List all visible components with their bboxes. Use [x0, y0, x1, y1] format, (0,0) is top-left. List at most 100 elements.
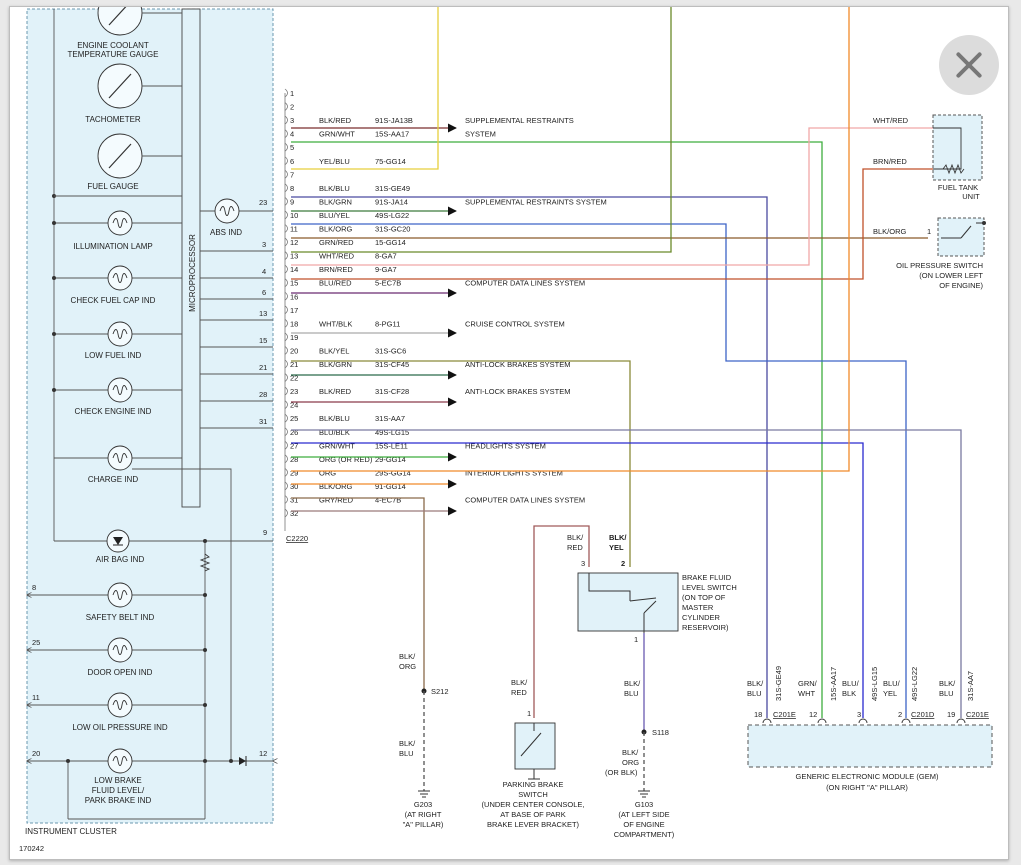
svg-text:25: 25 — [32, 638, 40, 647]
svg-text:BLK/: BLK/ — [609, 533, 627, 542]
svg-text:C201E: C201E — [773, 710, 796, 719]
svg-text:COMPUTER DATA LINES SYSTEM: COMPUTER DATA LINES SYSTEM — [465, 279, 585, 288]
svg-text:WHT/RED: WHT/RED — [873, 116, 909, 125]
svg-text:1: 1 — [927, 227, 931, 236]
connector-row: 24 — [284, 400, 298, 410]
svg-text:1: 1 — [290, 89, 294, 98]
svg-text:1: 1 — [527, 709, 531, 718]
gem-pin-2: 2 C201D BLU/ YEL 49S-LG22 — [883, 667, 935, 719]
svg-text:29S-GG14: 29S-GG14 — [375, 468, 411, 477]
svg-text:GENERIC ELECTRONIC MODULE (GEM: GENERIC ELECTRONIC MODULE (GEM) — [796, 772, 939, 781]
svg-text:20: 20 — [290, 346, 298, 355]
svg-text:RESERVOIR): RESERVOIR) — [682, 623, 729, 632]
svg-text:CRUISE CONTROL SYSTEM: CRUISE CONTROL SYSTEM — [465, 319, 565, 328]
svg-text:ABS IND: ABS IND — [210, 228, 242, 237]
svg-text:FLUID LEVEL/: FLUID LEVEL/ — [92, 786, 145, 795]
svg-text:12: 12 — [259, 749, 267, 758]
svg-text:S118: S118 — [652, 728, 669, 737]
svg-text:5: 5 — [290, 143, 294, 152]
svg-text:TEMPERATURE GAUGE: TEMPERATURE GAUGE — [68, 50, 159, 59]
svg-text:ORG: ORG — [319, 468, 336, 477]
svg-text:1: 1 — [634, 635, 638, 644]
illumination-lamp: ILLUMINATION LAMP — [54, 210, 182, 251]
svg-text:BRN/RED: BRN/RED — [319, 265, 353, 274]
svg-text:YEL/BLU: YEL/BLU — [319, 157, 350, 166]
svg-text:31S-AA7: 31S-AA7 — [375, 414, 405, 423]
svg-text:91S-JA13B: 91S-JA13B — [375, 116, 413, 125]
svg-text:14: 14 — [290, 265, 298, 274]
svg-text:(ON RIGHT "A" PILLAR): (ON RIGHT "A" PILLAR) — [826, 783, 908, 792]
svg-text:3: 3 — [857, 710, 861, 719]
svg-text:20: 20 — [32, 749, 40, 758]
connector-row: 17 — [284, 305, 298, 315]
svg-text:5-EC7B: 5-EC7B — [375, 279, 401, 288]
svg-text:15S-AA17: 15S-AA17 — [829, 667, 838, 701]
svg-text:"A" PILLAR): "A" PILLAR) — [403, 820, 444, 829]
svg-text:28: 28 — [290, 455, 298, 464]
svg-text:OF ENGINE): OF ENGINE) — [939, 281, 983, 290]
svg-text:YEL: YEL — [609, 543, 624, 552]
svg-text:(AT RIGHT: (AT RIGHT — [405, 810, 442, 819]
svg-text:BLK/ORG: BLK/ORG — [319, 482, 353, 491]
svg-text:SAFETY BELT IND: SAFETY BELT IND — [86, 613, 155, 622]
svg-text:ILLUMINATION LAMP: ILLUMINATION LAMP — [73, 242, 152, 251]
connector-row: 32 — [284, 508, 298, 518]
svg-text:29-GG14: 29-GG14 — [375, 455, 406, 464]
svg-text:BLU/YEL: BLU/YEL — [319, 211, 350, 220]
svg-text:31: 31 — [290, 496, 298, 505]
svg-text:28: 28 — [259, 390, 267, 399]
svg-text:4: 4 — [262, 267, 266, 276]
abs-ind: ABS IND 23 — [200, 198, 273, 237]
svg-text:24: 24 — [290, 401, 298, 410]
svg-text:6: 6 — [262, 288, 266, 297]
svg-text:INTERIOR LIGHTS SYSTEM: INTERIOR LIGHTS SYSTEM — [465, 468, 563, 477]
svg-text:SYSTEM: SYSTEM — [465, 130, 496, 139]
check-fuel-cap-ind: CHECK FUEL CAP IND — [54, 265, 182, 305]
svg-text:G103: G103 — [635, 800, 653, 809]
svg-text:2: 2 — [621, 559, 625, 568]
gem-pin-3: 3 BLU/ BLK 49S-LG15 — [842, 667, 879, 719]
svg-text:BLU/BLK: BLU/BLK — [319, 428, 350, 437]
svg-text:15-GG14: 15-GG14 — [375, 238, 406, 247]
svg-text:12: 12 — [809, 710, 817, 719]
fuel-gauge: FUEL GAUGE — [87, 133, 182, 191]
svg-text:BLK/: BLK/ — [622, 748, 639, 757]
svg-text:DOOR OPEN IND: DOOR OPEN IND — [88, 668, 153, 677]
svg-text:SUPPLEMENTAL RESTRAINTS: SUPPLEMENTAL RESTRAINTS — [465, 116, 574, 125]
cluster-label: INSTRUMENT CLUSTER — [25, 827, 117, 836]
svg-text:BRAKE FLUID: BRAKE FLUID — [682, 573, 732, 582]
check-engine-ind: CHECK ENGINE IND — [54, 377, 182, 416]
svg-text:GRN/WHT: GRN/WHT — [319, 441, 355, 450]
oil-pressure-switch: BLK/ORG 1 OIL PRESSURE SWITCH (ON LOWER … — [873, 217, 986, 290]
svg-text:49S-LG15: 49S-LG15 — [870, 667, 879, 701]
splice-s118: S118 BLK/ ORG (OR BLK) — [605, 728, 669, 791]
svg-text:BLK/: BLK/ — [399, 652, 416, 661]
svg-text:WHT/RED: WHT/RED — [319, 252, 355, 261]
svg-text:19: 19 — [947, 710, 955, 719]
connector-row: 22 — [284, 373, 298, 383]
wiring-diagram: INSTRUMENT CLUSTER 170242 MICROPROCESSOR… — [19, 7, 993, 853]
svg-text:AIR BAG IND: AIR BAG IND — [96, 555, 145, 564]
generic-electronic-module: GENERIC ELECTRONIC MODULE (GEM) (ON RIGH… — [747, 724, 993, 792]
brake-fluid-level-switch: 3 2 1 BLK/ RED BLK/ YEL BLK/ BLU BRAKE F… — [567, 533, 737, 698]
svg-text:TACHOMETER: TACHOMETER — [85, 115, 141, 124]
svg-text:YEL: YEL — [883, 689, 897, 698]
svg-text:2: 2 — [290, 103, 294, 112]
svg-text:ANTI-LOCK BRAKES SYSTEM: ANTI-LOCK BRAKES SYSTEM — [465, 387, 570, 396]
svg-text:GRN/RED: GRN/RED — [319, 238, 354, 247]
svg-text:BLK: BLK — [842, 689, 856, 698]
svg-text:BLU: BLU — [624, 689, 639, 698]
close-button[interactable] — [939, 35, 999, 95]
connector-c2220: C2220 — [286, 534, 308, 543]
svg-text:31S-GC20: 31S-GC20 — [375, 225, 410, 234]
svg-text:BLU: BLU — [939, 689, 954, 698]
svg-text:GRY/RED: GRY/RED — [319, 496, 354, 505]
